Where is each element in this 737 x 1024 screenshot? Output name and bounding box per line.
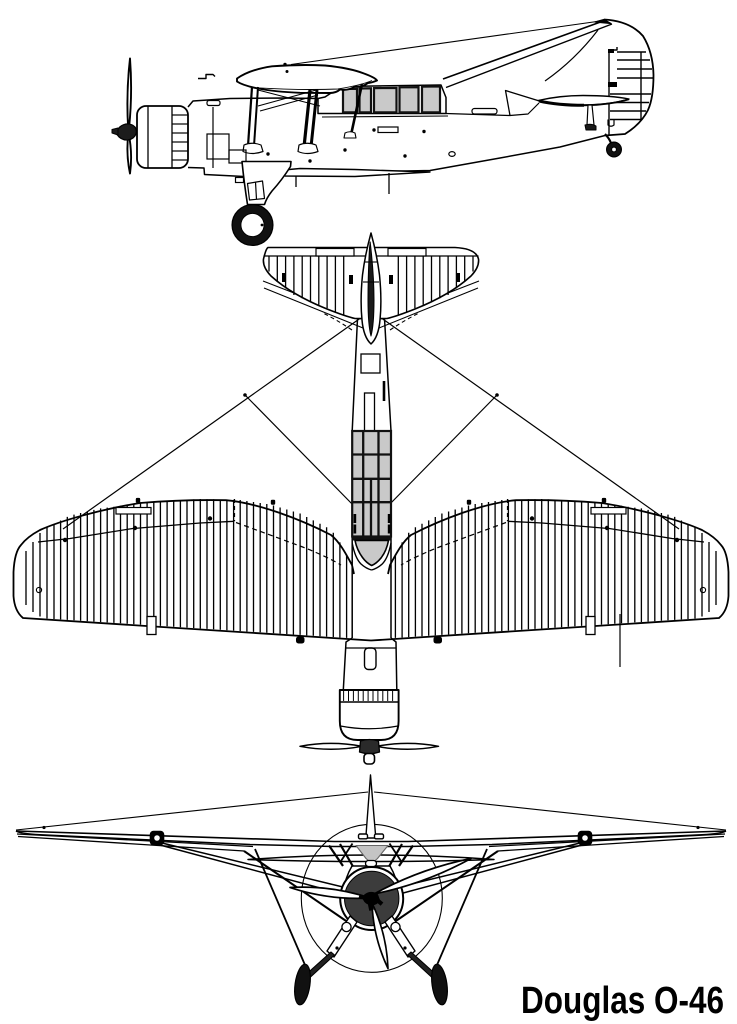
svg-text:Douglas O-46: Douglas O-46: [521, 980, 724, 1022]
